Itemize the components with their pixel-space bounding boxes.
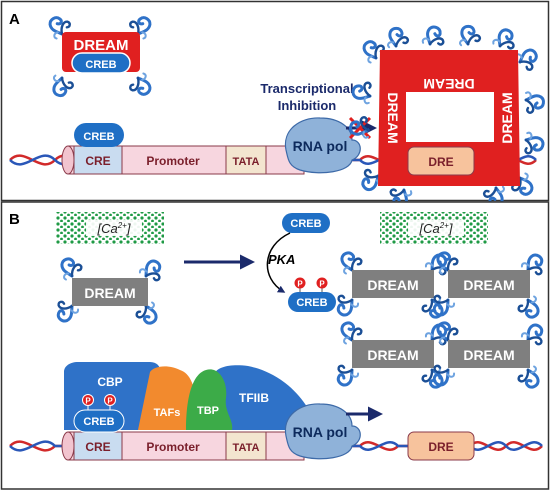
creb-unphos [282,213,330,233]
svg-text:DREAM: DREAM [463,347,514,363]
tbp-label: TBP [197,405,219,417]
svg-text:P: P [85,397,91,406]
calcium-suffix: ] [447,221,453,236]
dre-box-a [407,146,475,176]
rna-pol-blob-b [284,403,361,460]
promoter-label-b: Promoter [146,440,200,454]
pka-arrow [266,232,291,293]
creb-pill [71,52,131,74]
dna-strand-blue-b [9,440,543,452]
panel-b-letter: B [9,211,20,228]
segment-cap-left-b [61,431,75,461]
cre-box [73,145,123,175]
cre-box-b [73,431,123,461]
calcium-cloud-left: [Ca2+] [56,212,164,244]
svg-text:P: P [107,397,113,406]
creb-phos [288,292,336,312]
dre-box-b [407,431,475,461]
svg-text:[Ca2+]: [Ca2+] [419,221,453,236]
dream-creb-complex: DREAM CREB [43,10,157,102]
calcium-cloud-right: [Ca2+] [380,212,488,244]
svg-text:P: P [319,280,325,289]
tfiib-label: TFIIB [239,391,269,405]
tetramer-dream-right: DREAM [499,92,515,143]
svg-text:DREAM: DREAM [367,347,418,363]
dream-label: DREAM [74,37,129,54]
svg-text:DREAM: DREAM [463,277,514,293]
tafs-label: TAFs [154,407,181,419]
svg-text:DREAM: DREAM [367,277,418,293]
creb-phos-label: CREB [296,297,327,309]
dna-helix-b [9,440,543,452]
tata-label-b: TATA [233,442,260,454]
phospho-group-3: P [82,394,94,410]
phospho-group-1: P [294,277,306,292]
transcription-complex: CBP TFIIB TAFs TBP [64,362,318,430]
creb-bound-b-label: CREB [83,416,114,428]
calcium-prefix: [Ca [97,221,118,236]
dream-grey-single: DREAM [50,253,168,329]
segment-cap-left [61,145,75,175]
dream-grey-block-4: DREAM [426,317,550,393]
promoter-segment-a: CRE Promoter TATA [61,145,305,175]
creb-unphos-label: CREB [290,218,321,230]
promoter-segment-b: CRE Promoter TATA [61,431,305,461]
rna-pol-label-b: RNA pol [293,424,348,440]
calcium-suffix: ] [125,221,131,236]
tata-label: TATA [233,156,260,168]
calcium-superscript: 2+ [117,221,127,230]
dre-label-b: DRE [428,440,453,454]
rna-pol-blob-a [284,117,361,174]
inhibition-text-line2: Inhibition [278,98,337,113]
creb-bound-a [74,123,124,147]
promoter-label: Promoter [146,154,200,168]
panel-a-letter: A [9,11,20,28]
creb-label: CREB [85,59,116,71]
calcium-prefix: [Ca [419,221,440,236]
dream-grey-block-2: DREAM [426,247,550,323]
rna-pol-label-a: RNA pol [293,138,348,154]
tafs-shape [138,366,197,430]
cre-label-b: CRE [85,440,110,454]
svg-text:P: P [297,280,303,289]
tbp-shape [186,369,233,430]
tata-box-b [225,431,267,461]
phospho-group-4: P [104,394,116,410]
tetramer-dream-left: DREAM [385,92,401,143]
calcium-superscript: 2+ [439,221,449,230]
dream-grey-grid: DREAM DREAM DREAM DREAM [330,247,550,393]
dream-grey-block-3: DREAM [330,317,454,393]
pka-label: PKA [268,252,295,267]
dream-grey-block-1: DREAM [330,247,454,323]
creb-bound-a-label: CREB [83,131,114,143]
tetramer-dream-top: DREAM [423,76,474,92]
phospho-group-2: P [316,277,328,292]
cbp-label: CBP [97,375,122,389]
svg-text:[Ca2+]: [Ca2+] [97,221,131,236]
inhibition-text-line1: Transcriptional [260,81,353,96]
dream-grey-label: DREAM [84,285,135,301]
tata-box [225,145,267,175]
dre-label-a: DRE [428,155,453,169]
creb-bound-b [73,409,125,433]
cre-label: CRE [85,154,110,168]
